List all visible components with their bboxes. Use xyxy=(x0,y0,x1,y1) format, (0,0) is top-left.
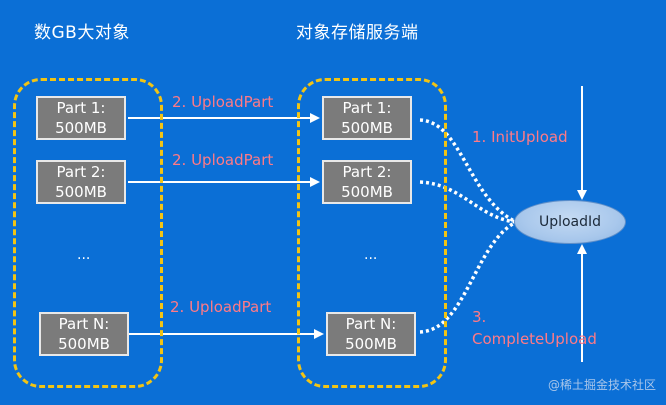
server-part-2-size: 500MB xyxy=(341,183,393,201)
server-ellipsis: ... xyxy=(364,247,378,263)
dotted-connector-n xyxy=(419,220,517,334)
server-part-1: Part 1: 500MB xyxy=(322,96,412,140)
client-heading: 数GB大对象 xyxy=(34,23,130,43)
complete-upload-step-number: 3. xyxy=(472,308,487,326)
upload-id-label: UploadId xyxy=(538,214,602,230)
client-part-1-name: Part 1: xyxy=(56,99,106,117)
client-part-2-name: Part 2: xyxy=(56,163,106,181)
server-part-2: Part 2: 500MB xyxy=(322,160,412,204)
upload-id-node: UploadId xyxy=(514,200,626,244)
upload-part-label-1: 2. UploadPart xyxy=(172,93,274,111)
upload-part-label-n: 2. UploadPart xyxy=(170,298,272,316)
client-part-1-size: 500MB xyxy=(55,119,107,137)
init-upload-label: 1. InitUpload xyxy=(472,128,568,146)
server-part-1-name: Part 1: xyxy=(342,99,392,117)
client-part-n-size: 500MB xyxy=(58,335,110,353)
server-parts-group xyxy=(297,78,447,388)
dotted-connector-1 xyxy=(419,118,517,224)
client-parts-group xyxy=(13,78,163,388)
upload-part-label-2: 2. UploadPart xyxy=(172,151,274,169)
server-heading: 对象存储服务端 xyxy=(296,23,419,43)
server-part-n-size: 500MB xyxy=(345,335,397,353)
server-part-1-size: 500MB xyxy=(341,119,393,137)
complete-upload-label: CompleteUpload xyxy=(472,330,597,348)
client-part-2: Part 2: 500MB xyxy=(36,160,126,204)
client-ellipsis: ... xyxy=(77,247,91,263)
server-part-n-name: Part N: xyxy=(345,315,397,333)
watermark: @稀土掘金技术社区 xyxy=(547,378,656,392)
client-part-1: Part 1: 500MB xyxy=(36,96,126,140)
client-part-2-size: 500MB xyxy=(55,183,107,201)
server-part-2-name: Part 2: xyxy=(342,163,392,181)
server-part-n: Part N: 500MB xyxy=(326,312,416,356)
dotted-connector-2 xyxy=(419,180,517,224)
client-part-n-name: Part N: xyxy=(58,315,110,333)
client-part-n: Part N: 500MB xyxy=(39,312,129,356)
